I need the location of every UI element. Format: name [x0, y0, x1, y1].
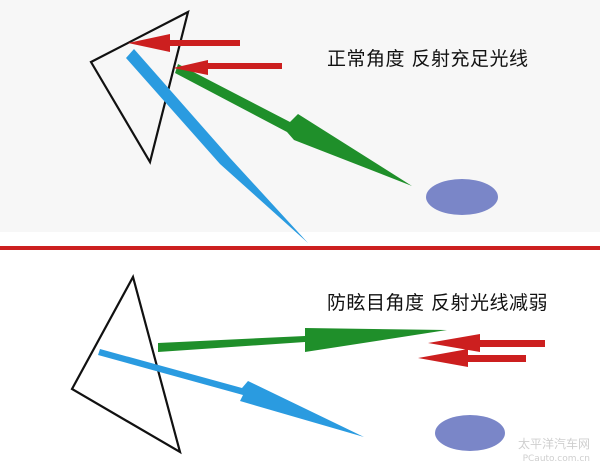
blue-arrow-bottom [98, 349, 364, 437]
eye-ellipse-top [426, 179, 498, 215]
blue-arrow-top [126, 49, 308, 243]
mirror-triangle-top [89, 9, 190, 165]
bottom-panel [70, 274, 545, 455]
top-panel-caption: 正常角度 反射充足光线 [327, 48, 529, 70]
red-arrow-bottom-2 [418, 349, 526, 367]
green-arrow-bottom [158, 328, 447, 352]
eye-ellipse-bottom [435, 415, 505, 451]
watermark-url: PCauto.com.cn [522, 454, 590, 464]
red-arrow-top-2 [173, 60, 282, 75]
red-arrow-top-1 [128, 34, 240, 52]
divider-line [0, 246, 600, 250]
mirror-triangle-bottom [70, 274, 182, 455]
red-arrow-bottom-1 [428, 334, 545, 352]
bottom-panel-caption: 防眩目角度 反射光线减弱 [327, 292, 549, 314]
watermark-logo-text: 太平洋汽车网 [517, 437, 590, 451]
top-panel [89, 9, 498, 243]
green-arrow-top [175, 64, 412, 186]
